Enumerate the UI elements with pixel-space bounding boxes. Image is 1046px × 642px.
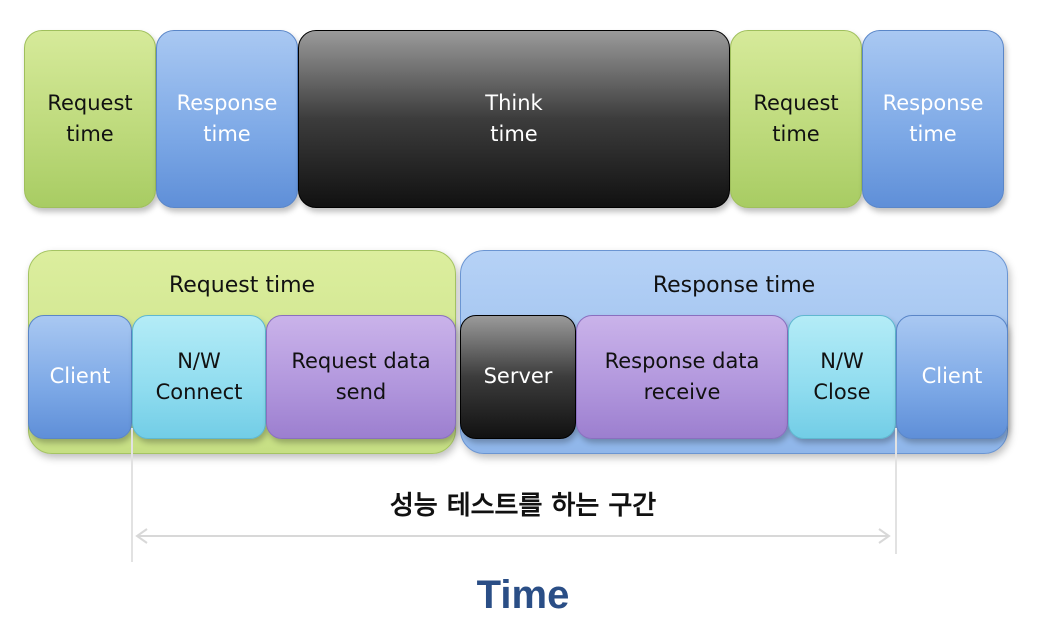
server-label: Server [483, 364, 553, 389]
range-arrow-right-head [878, 528, 891, 544]
nw-connect-label: N/W Connect [155, 348, 243, 405]
client-block-left: Client [28, 315, 132, 439]
think-time-block: Think time [298, 30, 730, 208]
performance-test-range-label: 성능 테스트를 하는 구간 [389, 491, 657, 521]
response-data-receive-label: Response data receive [604, 348, 760, 405]
response-time-group-title: Response time [652, 273, 816, 298]
request-data-send-label: Request data send [291, 348, 431, 405]
nw-close-label: N/W Close [813, 348, 871, 405]
client-label-right: Client [921, 364, 983, 389]
request-time-label-2: Request time [753, 90, 839, 147]
response-time-label-1: Response time [176, 90, 278, 147]
server-block: Server [460, 315, 576, 439]
response-time-block-2: Response time [862, 30, 1004, 208]
range-start-line [131, 428, 133, 562]
response-time-label-2: Response time [882, 90, 984, 147]
nw-close-block: N/W Close [788, 315, 896, 439]
request-time-block-1: Request time [24, 30, 156, 208]
response-data-receive-block: Response data receive [576, 315, 788, 439]
response-time-block-1: Response time [156, 30, 298, 208]
client-block-right: Client [896, 315, 1008, 439]
request-time-label-1: Request time [47, 90, 133, 147]
request-time-block-2: Request time [730, 30, 862, 208]
range-end-line [895, 428, 897, 554]
range-arrow-left-head [135, 528, 148, 544]
time-axis-title: Time [476, 573, 570, 617]
nw-connect-block: N/W Connect [132, 315, 266, 439]
think-time-label: Think time [485, 90, 543, 147]
client-label-left: Client [49, 364, 111, 389]
request-time-group-title: Request time [168, 273, 316, 298]
request-data-send-block: Request data send [266, 315, 456, 439]
